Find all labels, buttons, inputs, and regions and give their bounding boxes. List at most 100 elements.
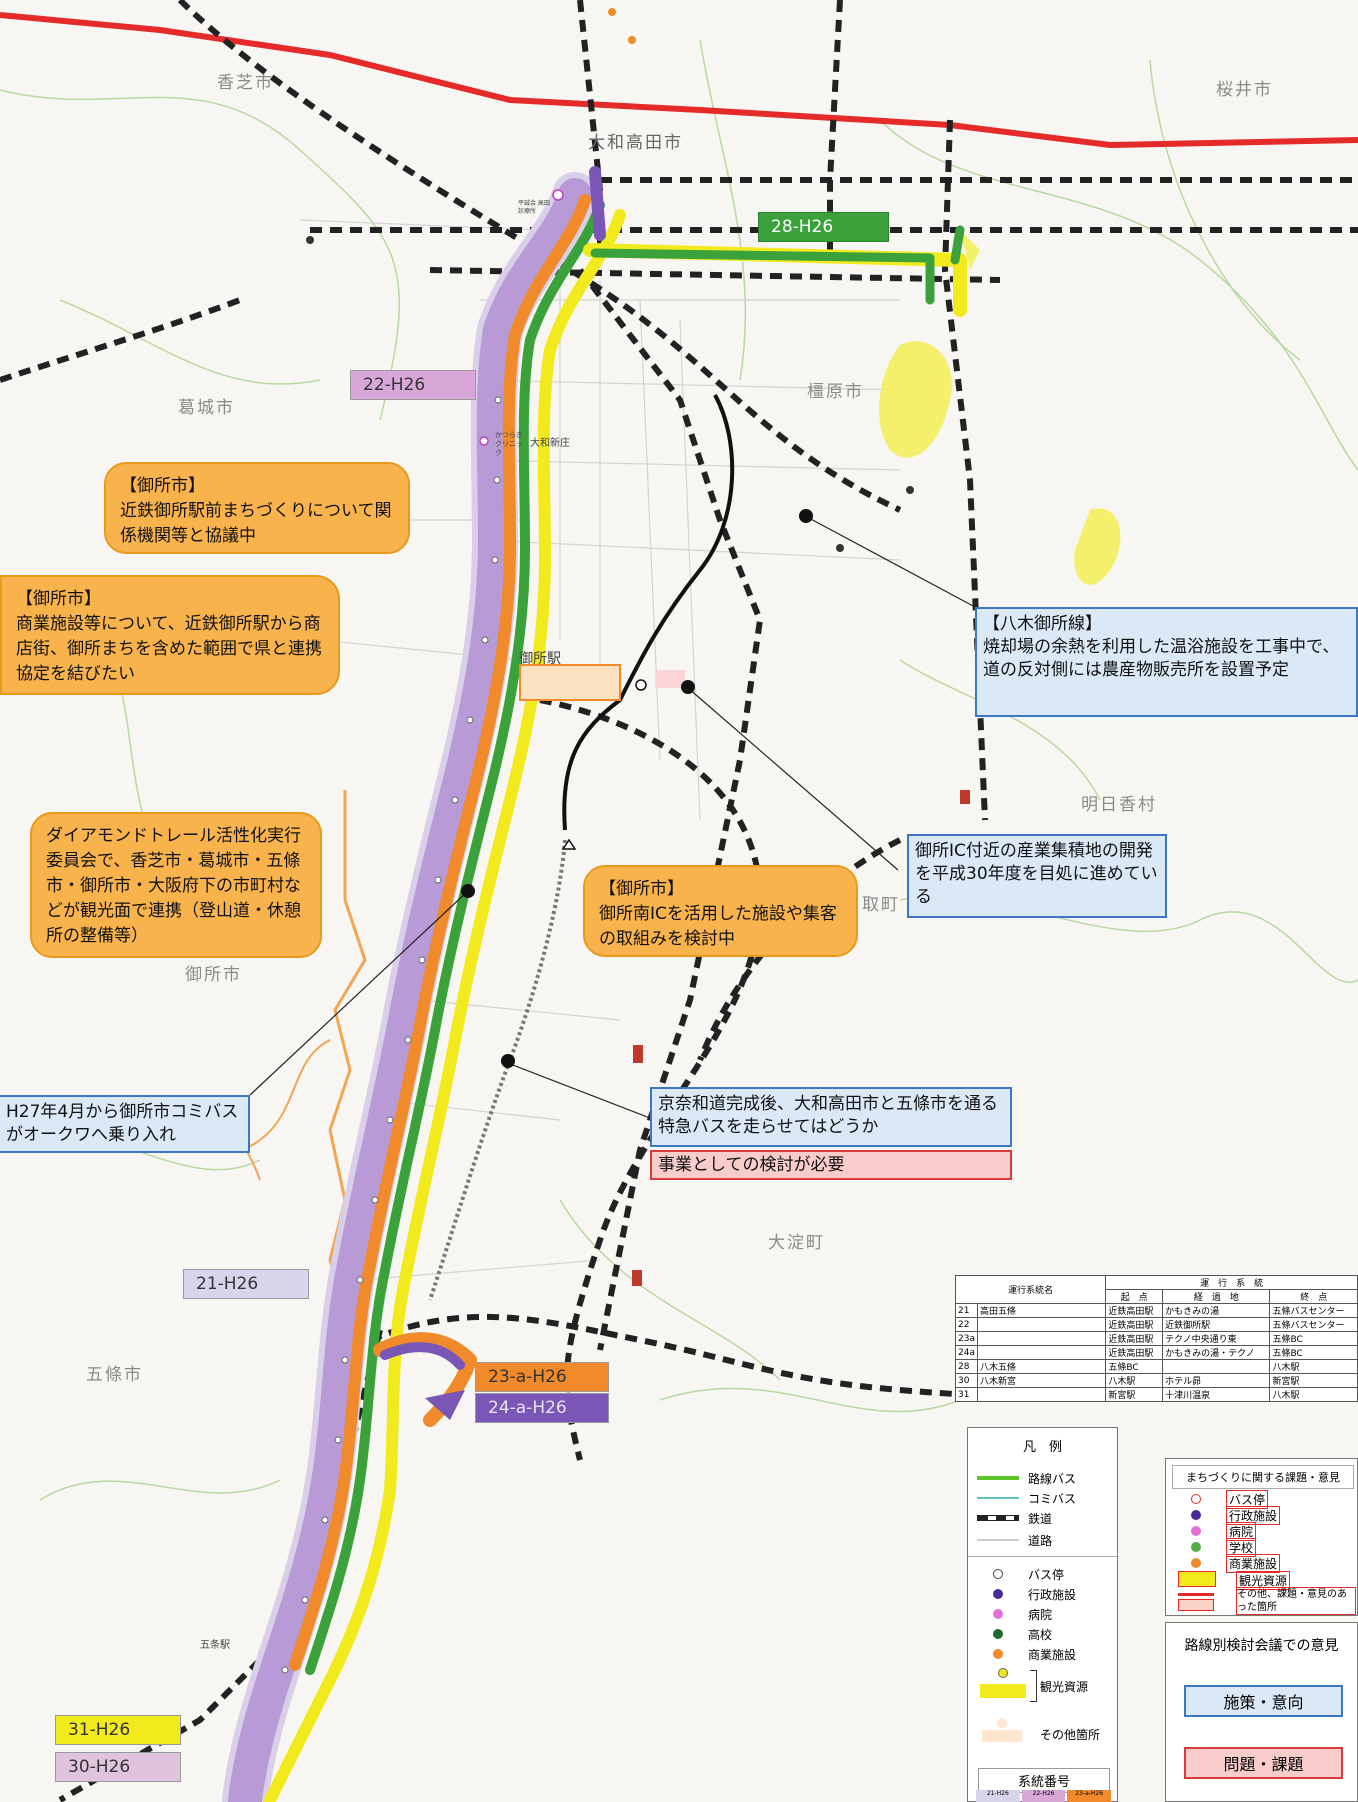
- cell-end: 五條バスセンター: [1269, 1303, 1358, 1318]
- table-header-name: 運行系統名: [954, 1275, 1107, 1304]
- route-bands: [222, 166, 967, 1802]
- table-subheader-row: 起 点 経 過 地 終 点: [956, 1289, 1358, 1304]
- issue-school: 学校: [1166, 1537, 1357, 1557]
- legend-label: 道路: [1028, 1533, 1053, 1548]
- callout-title: 【御所市】: [120, 476, 205, 496]
- cell-end: 八木駅: [1269, 1359, 1358, 1374]
- table-header-group: 運 行 系 統: [1105, 1275, 1358, 1290]
- route-tag-28: 28-H26: [758, 212, 889, 242]
- facility-markers: [306, 8, 970, 1286]
- cell-via: 近鉄御所駅: [1162, 1317, 1271, 1332]
- callout-body: 事業としての検討が必要: [658, 1155, 845, 1175]
- cell-end: 五條BC: [1269, 1345, 1358, 1360]
- place-gose: 御所市: [185, 965, 242, 985]
- legend-title: 凡 例: [1022, 1440, 1062, 1455]
- cell-via: ホテル昴: [1162, 1373, 1271, 1388]
- legend-route-bus: 路線バス: [968, 1468, 1117, 1488]
- place-gojo-station: 五条駅: [200, 1640, 230, 1651]
- place-gose-station: 御所駅: [519, 651, 561, 667]
- other-issue-line-icon: [1178, 1593, 1214, 1596]
- issue-commercial: 商業施設: [1166, 1553, 1357, 1573]
- cell-no: 22: [955, 1317, 978, 1332]
- cell-name: 高田五條: [976, 1303, 1107, 1318]
- route-tag-22: 22-H26: [350, 370, 476, 400]
- issue-legend-title: まちづくりに関する課題・意見: [1172, 1465, 1354, 1489]
- issue-hospital: 病院: [1166, 1521, 1357, 1541]
- cell-start: 新宮駅: [1105, 1387, 1164, 1402]
- swatch-21: 21-H26: [976, 1790, 1020, 1802]
- cell-end: 五條BC: [1269, 1331, 1358, 1346]
- callout-gose-commercial: 【御所市】 商業施設等について、近鉄御所駅から商店街、御所まちを含めた範囲で県と…: [0, 575, 340, 695]
- cell-via: かもきみの湯・テクノ: [1162, 1345, 1271, 1360]
- place-katsuragi-clinic: かつらぎ クリニック: [495, 431, 523, 457]
- callout-gose-south-ic: 【御所市】 御所南ICを活用した施設や集客の取組みを検討中: [583, 865, 858, 957]
- legend-label: 商業施設: [1028, 1647, 1077, 1662]
- legend-label: 商業施設: [1226, 1553, 1281, 1573]
- admin-icon: [1191, 1510, 1201, 1520]
- cell-end: 新宮駅: [1269, 1373, 1358, 1388]
- legend-bus-stop: バス停: [968, 1564, 1117, 1584]
- place-yamato-takada: 大和高田市: [588, 133, 683, 153]
- cell-via: かもきみの湯: [1162, 1303, 1271, 1318]
- commercial-icon: [1191, 1558, 1201, 1568]
- cell-name: 八木五條: [976, 1359, 1107, 1374]
- place-shinsei-kai: 平誠会 高田診療所: [518, 200, 550, 215]
- legend-admin: 行政施設: [968, 1584, 1117, 1604]
- cell-name: 八木新宮: [976, 1373, 1107, 1388]
- place-gojo: 五條市: [86, 1365, 143, 1385]
- expressway: [562, 394, 735, 831]
- legend-road: 道路: [968, 1530, 1117, 1550]
- admin-icon: [993, 1589, 1003, 1599]
- place-kashiba: 香芝市: [217, 73, 274, 93]
- tourism-issue-icon: [1178, 1571, 1216, 1587]
- legend-label: 学校: [1226, 1537, 1257, 1557]
- issue-box: 問題・課題: [1184, 1747, 1343, 1779]
- cell-name: [976, 1331, 1107, 1346]
- tourism-swatch-icon: [980, 1668, 1026, 1702]
- callout-body: 京奈和道完成後、大和高田市と五條市を通る特急バスを走らせてはどうか: [658, 1094, 998, 1137]
- leader-lines: [249, 516, 976, 1119]
- opinion-legend: 路線別検討会議での意見 施策・意向 問題・課題: [1165, 1622, 1358, 1802]
- callout-body: 御所IC付近の産業集積地の開発を平成30年度を目処に進めている: [915, 841, 1158, 907]
- cell-no: 30: [955, 1373, 978, 1388]
- legend-label: コミバス: [1028, 1491, 1077, 1506]
- policy-box: 施策・意向: [1184, 1685, 1343, 1717]
- cell-start: 五條BC: [1105, 1359, 1164, 1374]
- legend-commercial: 商業施設: [968, 1644, 1117, 1664]
- cell-via: [1162, 1359, 1271, 1374]
- swatch-22: 22-H26: [1021, 1790, 1066, 1802]
- route-tag-24a: 24-a-H26: [475, 1393, 609, 1423]
- legend-label: 行政施設: [1028, 1587, 1077, 1602]
- opinion-title: 路線別検討会議での意見: [1184, 1638, 1339, 1654]
- callout-keina-issue: 事業としての検討が必要: [650, 1150, 1012, 1180]
- issue-legend: まちづくりに関する課題・意見 バス停 行政施設 病院 学校 商業施設 観光資源 …: [1165, 1458, 1358, 1616]
- hospital-icon: [993, 1609, 1003, 1619]
- cell-name: [976, 1387, 1107, 1402]
- route-24a-arrow: [425, 1390, 465, 1420]
- legend-divider: [968, 1556, 1117, 1557]
- cell-start: 近鉄高田駅: [1105, 1317, 1164, 1332]
- table-header-end: 終 点: [1269, 1289, 1358, 1304]
- cell-no: 31: [955, 1387, 978, 1402]
- place-oyodo: 大淀町: [768, 1233, 825, 1253]
- legend-label: バス停: [1226, 1489, 1269, 1509]
- cell-end: 八木駅: [1269, 1387, 1358, 1402]
- legend-label: 病院: [1226, 1521, 1257, 1541]
- bracket-icon: [1030, 1670, 1037, 1702]
- legend-label-tourism: 観光資源: [1040, 1680, 1089, 1694]
- table-row: 31 新宮駅十津川温泉八木駅: [955, 1387, 1358, 1402]
- expressway-planned: [428, 839, 567, 1301]
- cell-start: 近鉄高田駅: [1105, 1345, 1164, 1360]
- legend-label: バス停: [1028, 1567, 1065, 1582]
- school-icon: [1191, 1542, 1201, 1552]
- legend-label: 鉄道: [1028, 1511, 1053, 1526]
- legend-label-other: その他、課題・意見のあった箇所: [1236, 1587, 1356, 1615]
- legend-hospital: 病院: [968, 1604, 1117, 1624]
- callout-title: 【御所市】: [599, 879, 684, 899]
- bus-stop-icon: [993, 1569, 1003, 1579]
- place-sakurai: 桜井市: [1216, 80, 1273, 100]
- cell-via: 十津川温泉: [1162, 1387, 1271, 1402]
- commercial-icon: [993, 1649, 1003, 1659]
